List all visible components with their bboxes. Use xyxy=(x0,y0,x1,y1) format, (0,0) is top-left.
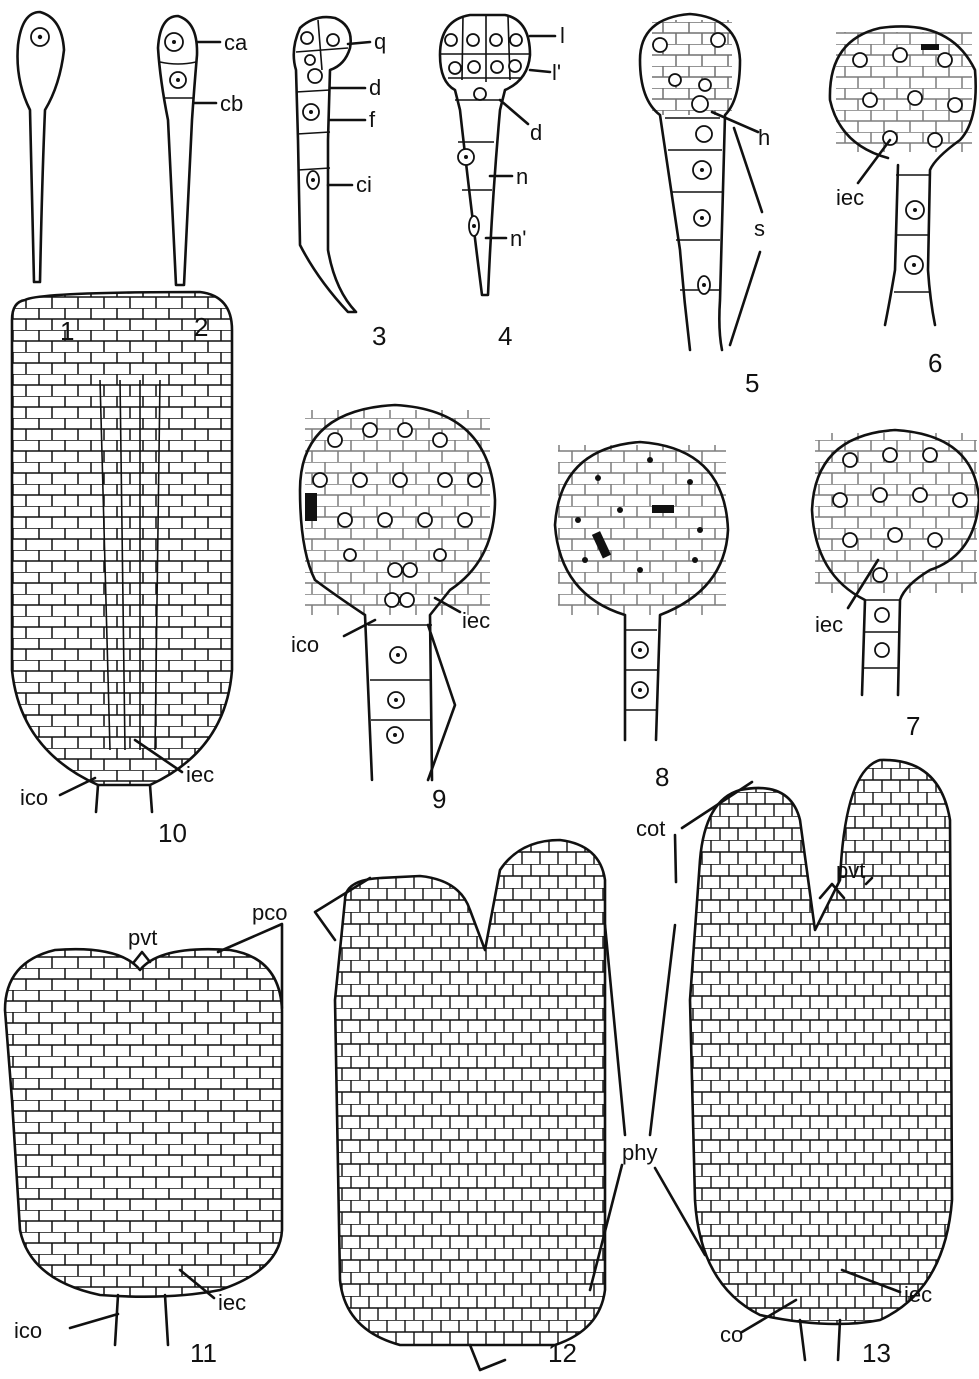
label-ico: ico xyxy=(291,632,319,657)
label-ico: ico xyxy=(20,785,48,810)
label-ca: ca xyxy=(224,30,248,55)
figure-8: 8 xyxy=(555,442,728,792)
label-iec: iec xyxy=(904,1282,932,1307)
label-pvt: pvt xyxy=(836,858,865,883)
label-cb: cb xyxy=(220,91,243,116)
label-phy: phy xyxy=(622,1140,657,1165)
label-d: d xyxy=(530,120,542,145)
figure-5: h s 5 xyxy=(640,14,770,398)
figure-number: 12 xyxy=(548,1338,577,1368)
figure-6: iec 6 xyxy=(830,26,976,378)
label-iec: iec xyxy=(462,608,490,633)
figure-number: 10 xyxy=(158,818,187,848)
label-co: co xyxy=(720,1322,743,1347)
label-l: l xyxy=(560,23,565,48)
label-l-prime: l' xyxy=(552,60,561,85)
label-iec: iec xyxy=(836,185,864,210)
figure-13: pvt co iec 13 xyxy=(690,755,955,1368)
label-pco: pco xyxy=(252,900,287,925)
label-pvt: pvt xyxy=(128,925,157,950)
figure-4: l l' d n n' 4 xyxy=(440,15,565,351)
label-q: q xyxy=(374,29,386,54)
label-h: h xyxy=(758,125,770,150)
figure-10: ico iec 10 xyxy=(10,290,235,848)
label-d: d xyxy=(369,75,381,100)
figure-7: iec 7 xyxy=(812,430,979,741)
figure-number: 3 xyxy=(372,321,386,351)
figure-12: 12 xyxy=(335,840,607,1370)
label-f: f xyxy=(369,107,376,132)
label-n: n xyxy=(516,164,528,189)
label-iec: iec xyxy=(218,1290,246,1315)
figure-number: 8 xyxy=(655,762,669,792)
figure-number: 11 xyxy=(190,1338,217,1368)
label-iec: iec xyxy=(186,762,214,787)
label-n-prime: n' xyxy=(510,226,526,251)
label-iec: iec xyxy=(815,612,843,637)
label-s: s xyxy=(754,216,765,241)
label-ci: ci xyxy=(356,172,372,197)
figure-9: ico iec 9 xyxy=(291,405,495,814)
figure-number: 5 xyxy=(745,368,759,398)
figure-3: q d f ci 3 xyxy=(294,17,387,351)
figure-11: pvt ico iec 11 xyxy=(5,925,285,1368)
label-ico: ico xyxy=(14,1318,42,1343)
label-cot: cot xyxy=(636,816,665,841)
figure-number: 4 xyxy=(498,321,512,351)
figure-number: 13 xyxy=(862,1338,891,1368)
figure-1-zygote-outline xyxy=(18,12,65,282)
figure-number: 6 xyxy=(928,348,942,378)
figure-number: 7 xyxy=(906,711,920,741)
figure-number: 9 xyxy=(432,784,446,814)
